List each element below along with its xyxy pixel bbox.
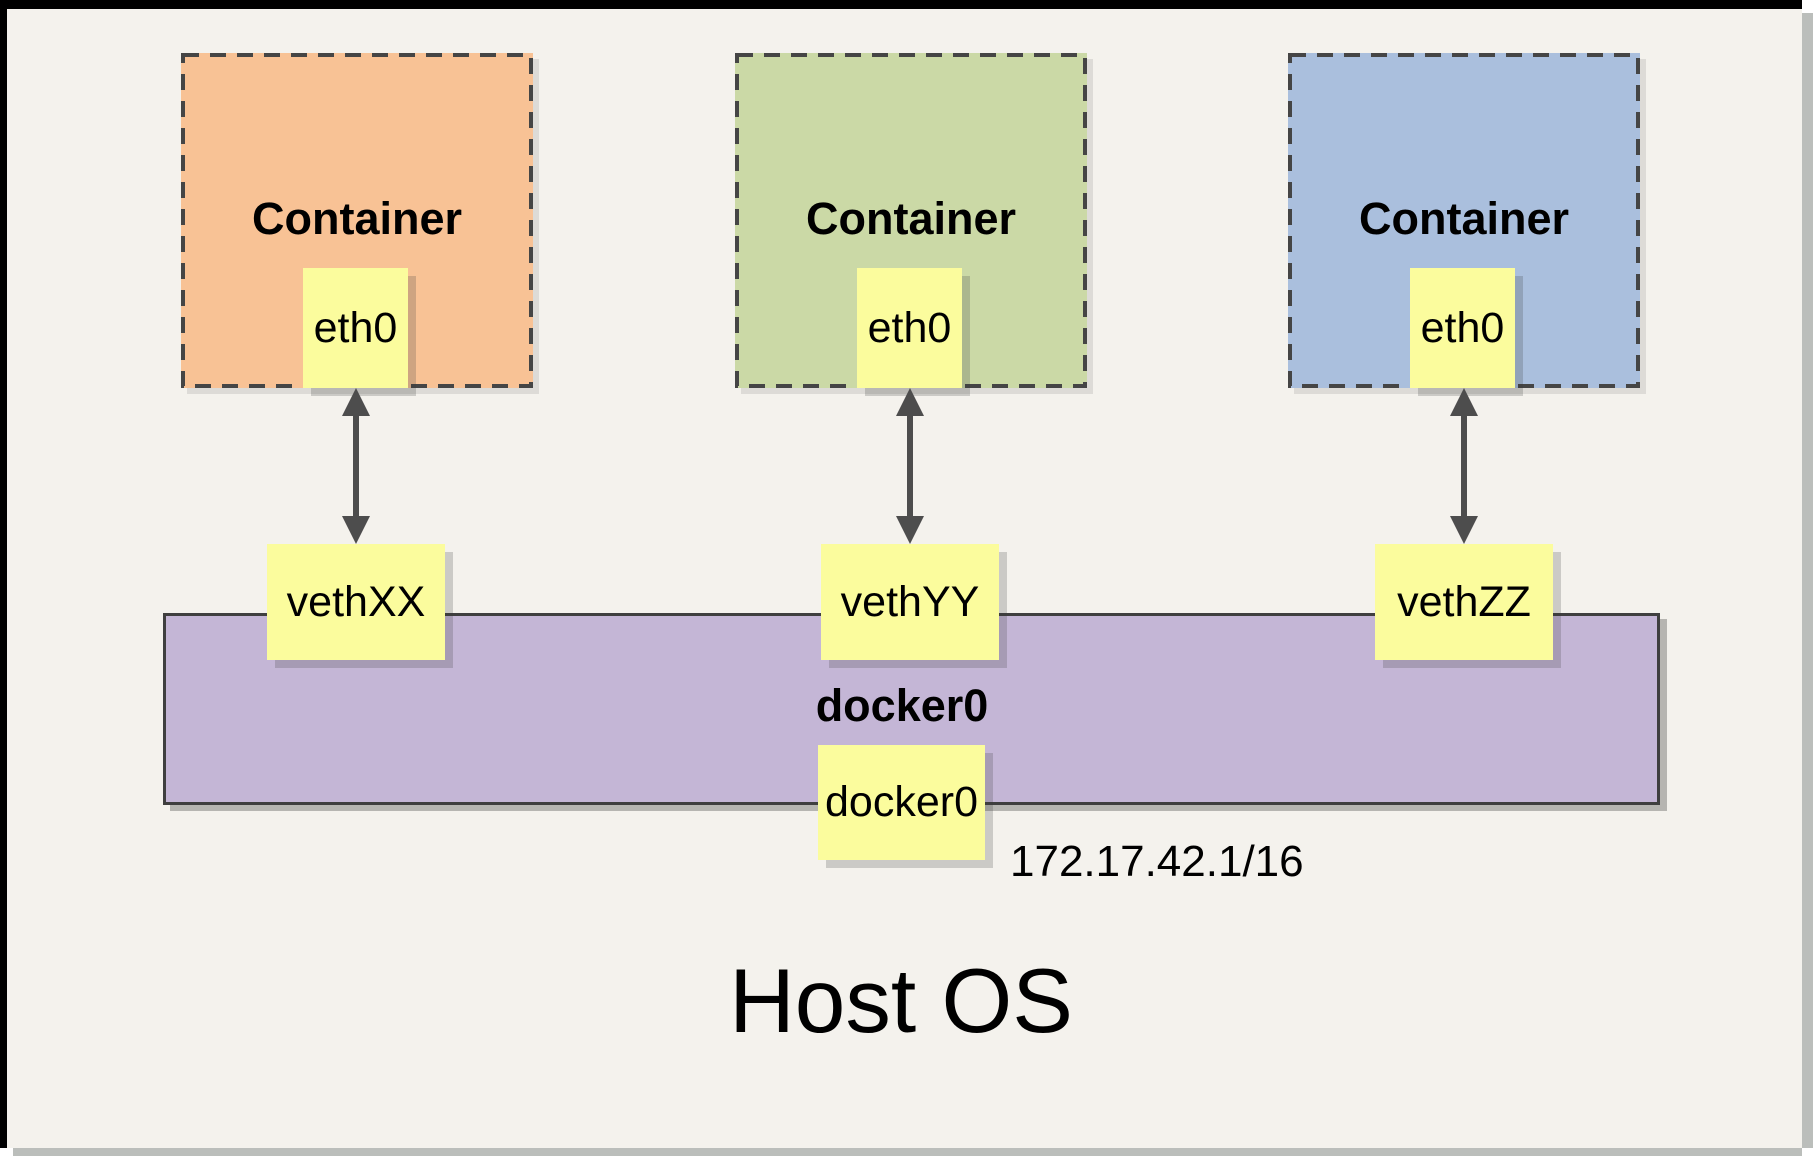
- interface-label: eth0: [867, 303, 952, 352]
- veth-box-vethzz: vethZZ: [1375, 544, 1553, 660]
- interface-box-eth0-1: eth0: [303, 268, 408, 388]
- container-label: Container: [805, 193, 1016, 244]
- veth-box-vethxx: vethXX: [267, 544, 445, 660]
- veth-label: vethXX: [286, 577, 426, 626]
- interface-label: eth0: [1420, 303, 1505, 352]
- docker0-interface-label: docker0: [825, 778, 978, 826]
- frame-shadow-right: [1802, 13, 1813, 1148]
- veth-connection-arrow-2: [896, 388, 924, 544]
- container-label: Container: [1358, 193, 1569, 244]
- host-os-label: Host OS: [729, 951, 1073, 1052]
- veth-label: vethYY: [840, 577, 980, 626]
- veth-connection-arrow-3: [1450, 388, 1478, 544]
- interface-box-eth0-2: eth0: [857, 268, 962, 388]
- docker0-interface-box: docker0: [818, 745, 985, 860]
- veth-box-vethyy: vethYY: [821, 544, 999, 660]
- veth-label: vethZZ: [1397, 577, 1531, 626]
- veth-connection-arrow-1: [342, 388, 370, 544]
- interface-box-eth0-3: eth0: [1410, 268, 1515, 388]
- bridge-ip-label: 172.17.42.1/16: [1010, 837, 1304, 886]
- container-label: Container: [251, 193, 462, 244]
- docker0-bridge-label: docker0: [815, 680, 989, 731]
- interface-label: eth0: [313, 303, 398, 352]
- frame-shadow-bottom: [13, 1148, 1802, 1156]
